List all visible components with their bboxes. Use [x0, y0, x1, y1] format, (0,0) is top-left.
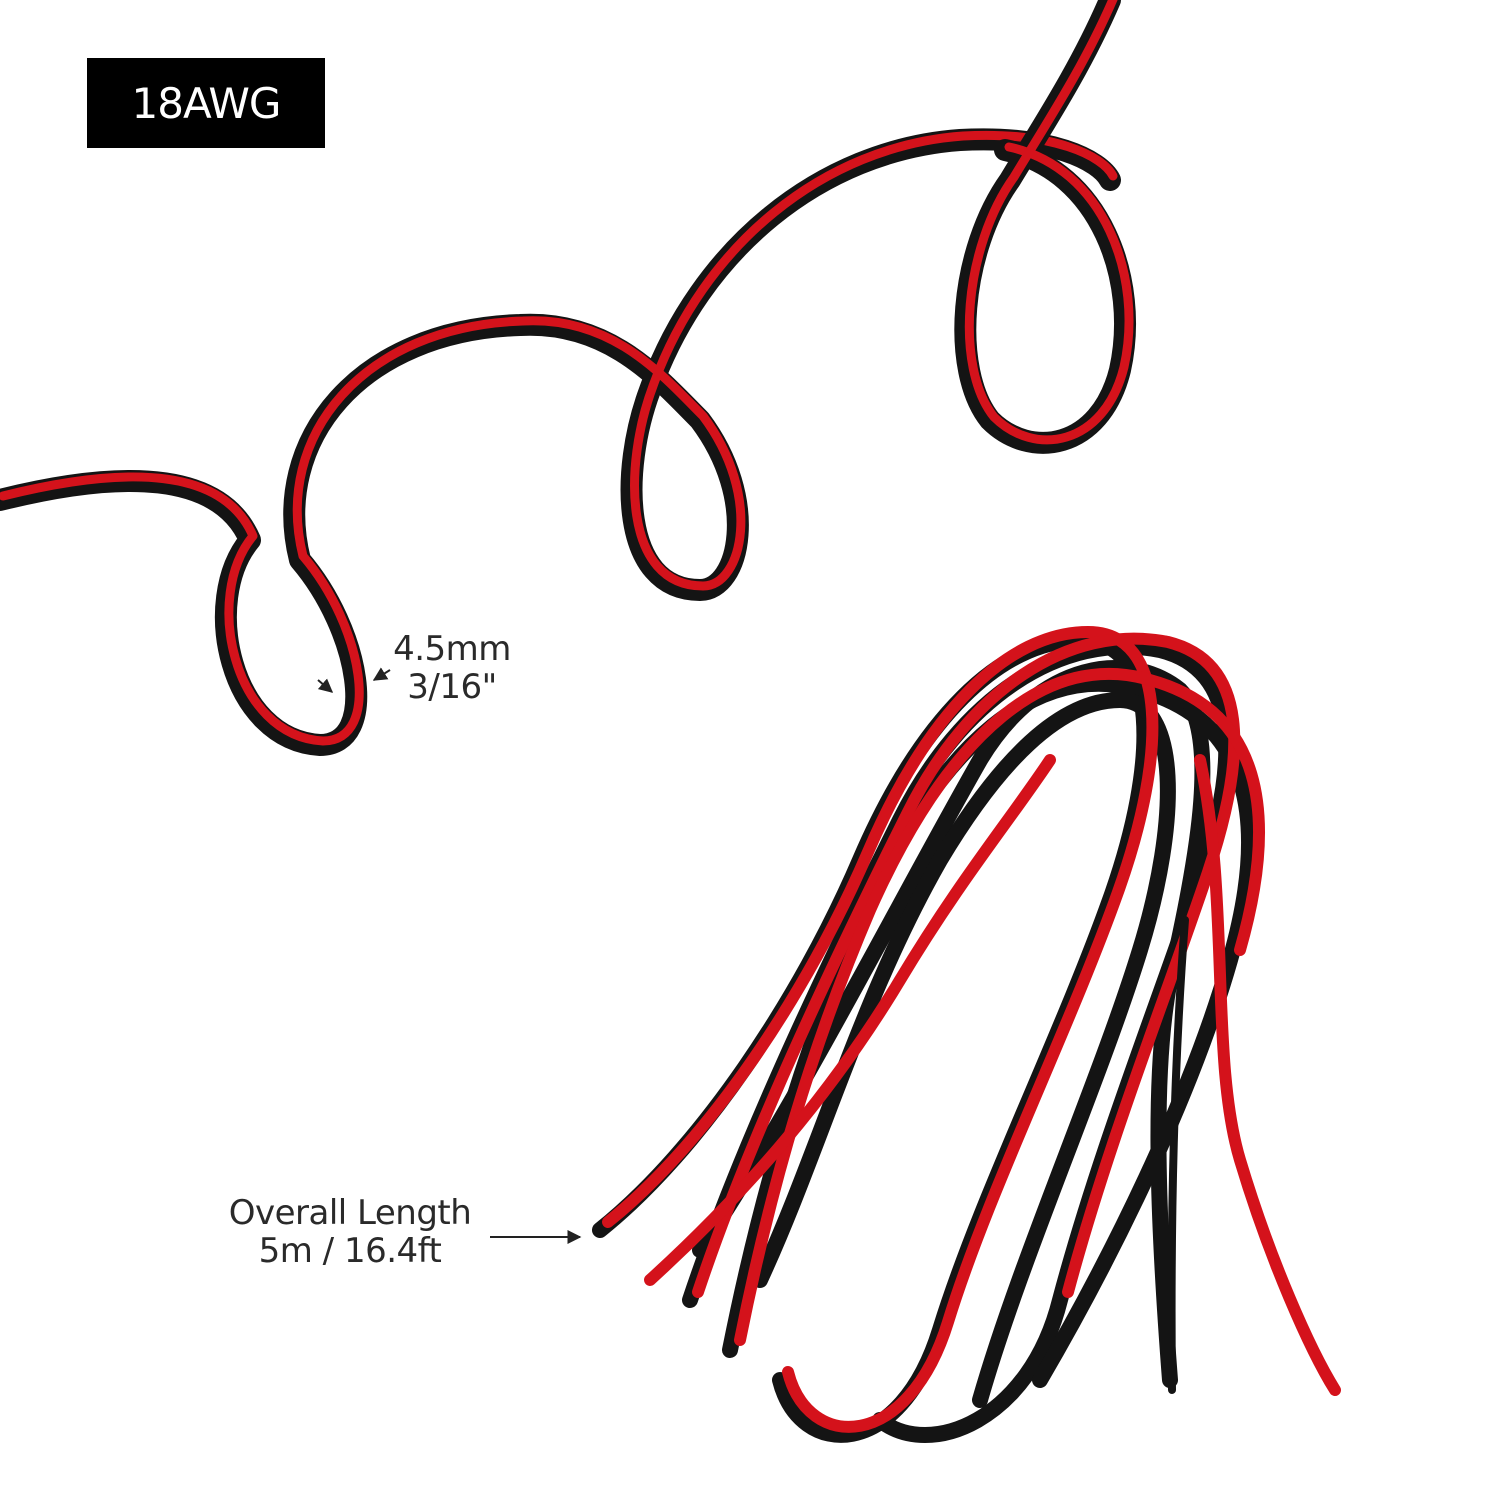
diameter-label: 4.5mm 3/16": [382, 630, 522, 706]
length-value: 5m / 16.4ft: [258, 1231, 442, 1271]
length-title: Overall Length: [228, 1193, 472, 1233]
overall-length-label: Overall Length 5m / 16.4ft: [210, 1194, 490, 1270]
diameter-mm: 4.5mm: [393, 629, 511, 669]
wire-gauge-badge: 18AWG: [87, 58, 325, 148]
coiled-wire: [0, 0, 1137, 756]
diameter-indicator: [317, 667, 391, 693]
wire-bundle: [592, 625, 1341, 1443]
diameter-inch: 3/16": [407, 667, 497, 707]
